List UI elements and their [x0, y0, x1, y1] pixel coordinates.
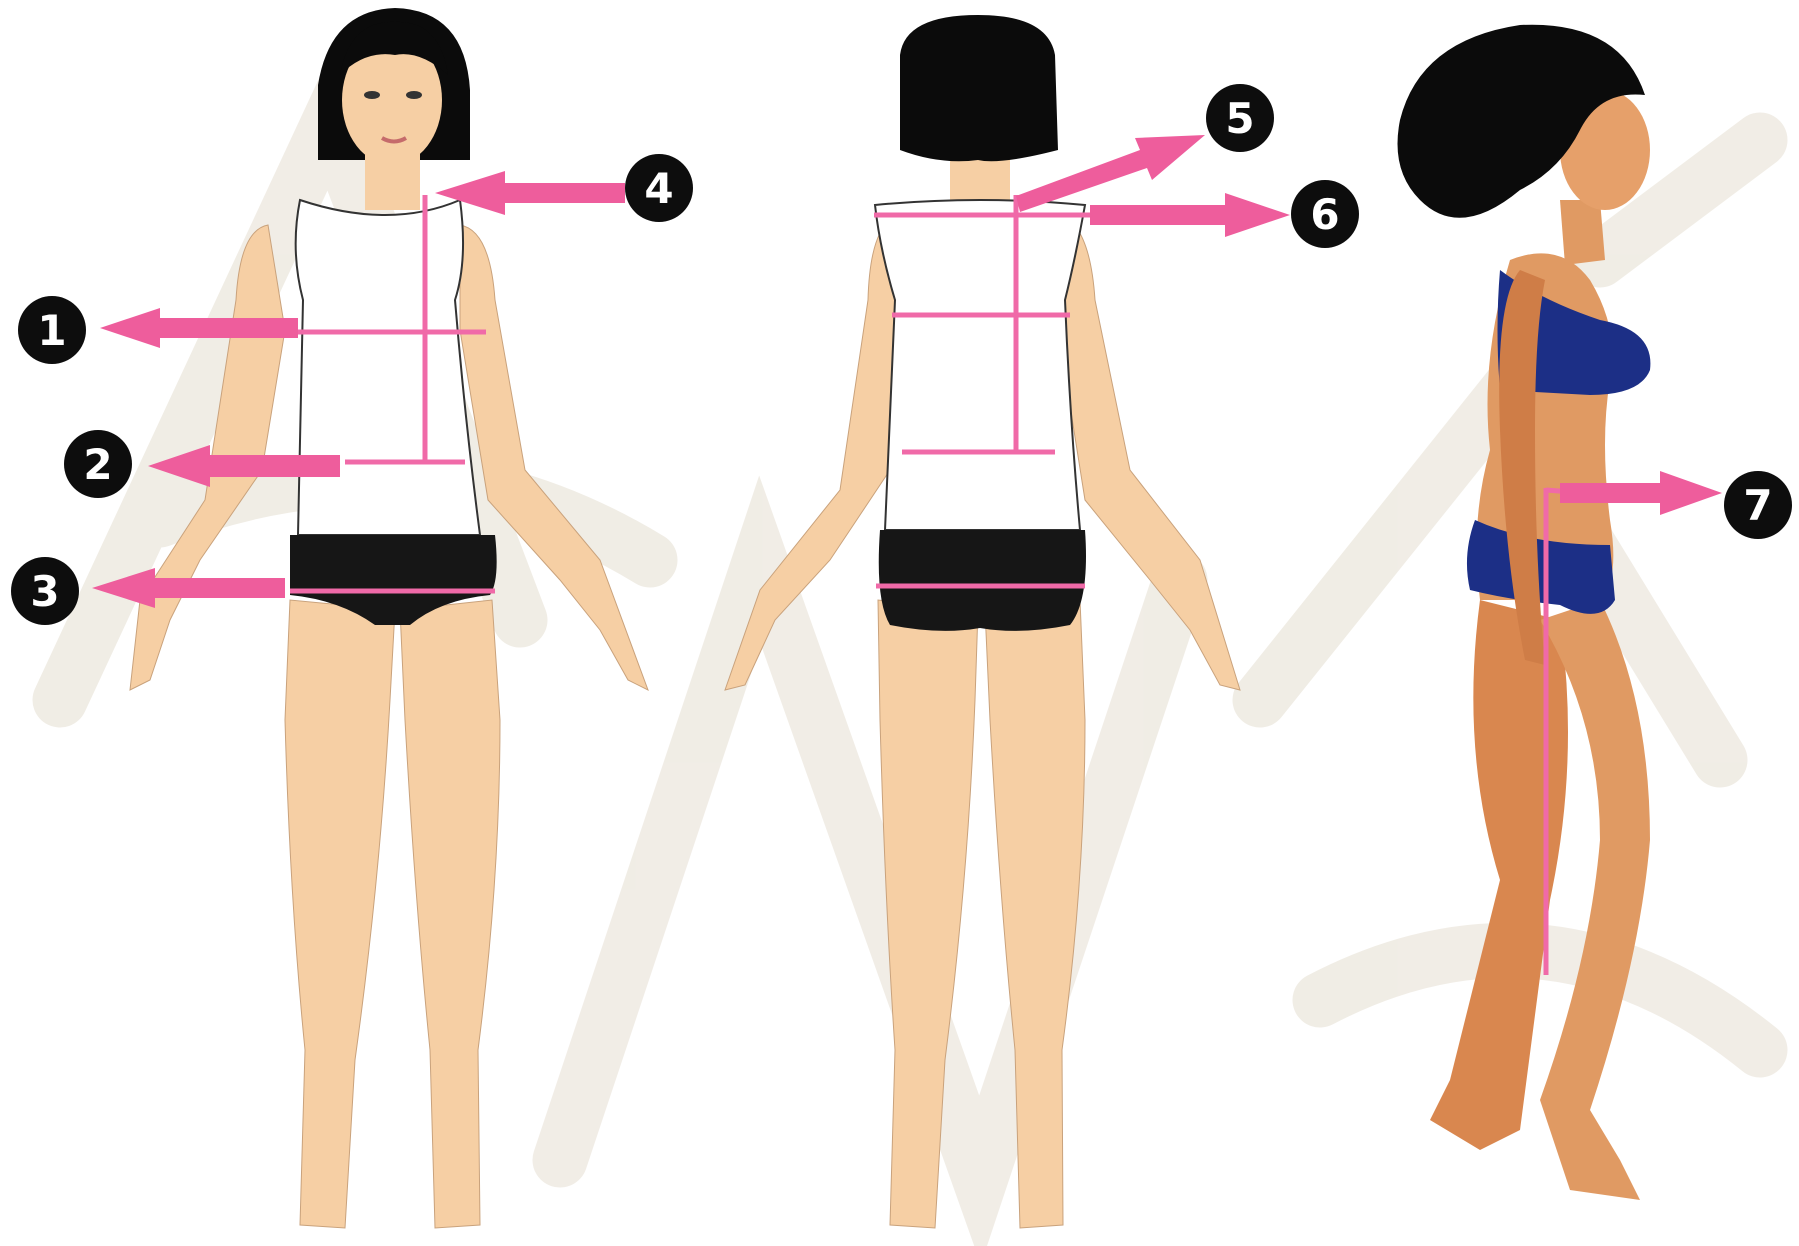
- arrow-4: [435, 171, 625, 215]
- arrow-6: [1090, 193, 1290, 237]
- marker-1-label: 1: [37, 306, 66, 355]
- marker-4-label: 4: [644, 164, 673, 213]
- marker-7: 7: [1724, 471, 1792, 539]
- marker-3-label: 3: [30, 567, 59, 616]
- marker-1: 1: [18, 296, 86, 364]
- marker-5: 5: [1206, 84, 1274, 152]
- marker-4: 4: [625, 154, 693, 222]
- marker-6-label: 6: [1310, 190, 1339, 239]
- marker-7-label: 7: [1743, 481, 1772, 530]
- marker-2-label: 2: [83, 440, 112, 489]
- marker-6: 6: [1291, 180, 1359, 248]
- marker-5-label: 5: [1225, 94, 1254, 143]
- marker-3: 3: [11, 557, 79, 625]
- marker-2: 2: [64, 430, 132, 498]
